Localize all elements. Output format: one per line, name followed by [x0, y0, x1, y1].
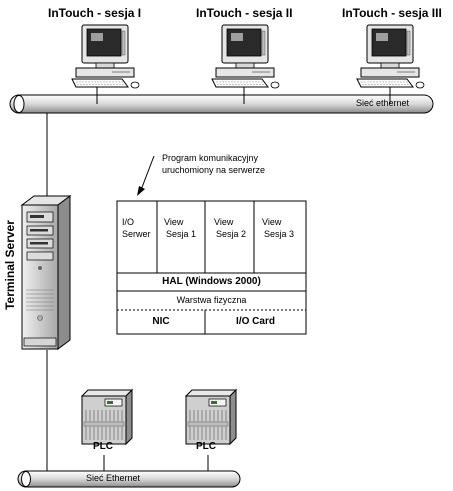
stack-hal-label: HAL (Windows 2000) — [162, 276, 261, 287]
stack-cell-view-1: View Sesja 1 — [164, 216, 196, 240]
stack-cell-view-3-line-1: View — [262, 217, 282, 227]
stack-cell-io-server-line-2: Serwer — [122, 229, 151, 239]
stack-io-card-label: I/O Card — [236, 316, 275, 327]
terminal-server-label: Terminal Server — [3, 220, 17, 310]
stack-cell-view-2-line-2: Sesja 2 — [216, 229, 247, 239]
stack-cell-view-2-line-1: View — [214, 217, 234, 227]
plc-1-label: PLC — [93, 441, 113, 452]
top-ethernet-bus — [9, 94, 434, 114]
program-note-line-1: Program komunikacyjny — [162, 153, 259, 163]
stack-cell-view-1-line-2: Sesja 1 — [166, 229, 197, 239]
note-arrow — [137, 155, 155, 196]
program-note-line-2: uruchomiony na serwerze — [162, 165, 266, 175]
top-network-label: Sieć ethernet — [356, 98, 410, 108]
workstation-3-computer-icon — [356, 24, 425, 89]
stack-cell-view-1-line-1: View — [164, 217, 184, 227]
stack-cell-io-server: I/O Serwer — [122, 216, 151, 240]
stack-cell-view-2: View Sesja 2 — [214, 216, 246, 240]
plc-2-icon — [185, 389, 237, 445]
stack-nic-label: NIC — [152, 316, 170, 327]
stack-cell-io-server-line-1: I/O — [122, 217, 135, 227]
stack-cell-view-3: View Sesja 3 — [262, 216, 294, 240]
plc-connectors — [103, 455, 209, 471]
workstation-1-label: InTouch - sesja I — [48, 6, 142, 20]
stack-physical-layer-label: Warstwa fizyczna — [176, 295, 247, 305]
workstation-connectors — [96, 86, 391, 104]
bottom-network-label: Sieć Ethernet — [86, 473, 141, 483]
terminal-server-icon — [20, 195, 72, 350]
bottom-ethernet-bus — [17, 470, 241, 488]
software-stack-box — [116, 200, 307, 335]
plc-1-icon — [81, 389, 133, 445]
workstation-2-computer-icon — [211, 24, 280, 89]
plc-2-label: PLC — [196, 441, 216, 452]
workstation-1-computer-icon — [71, 24, 140, 89]
stack-cell-view-3-line-2: Sesja 3 — [264, 229, 295, 239]
workstation-2-label: InTouch - sesja II — [196, 6, 293, 20]
workstation-3-label: InTouch - sesja III — [342, 6, 442, 20]
